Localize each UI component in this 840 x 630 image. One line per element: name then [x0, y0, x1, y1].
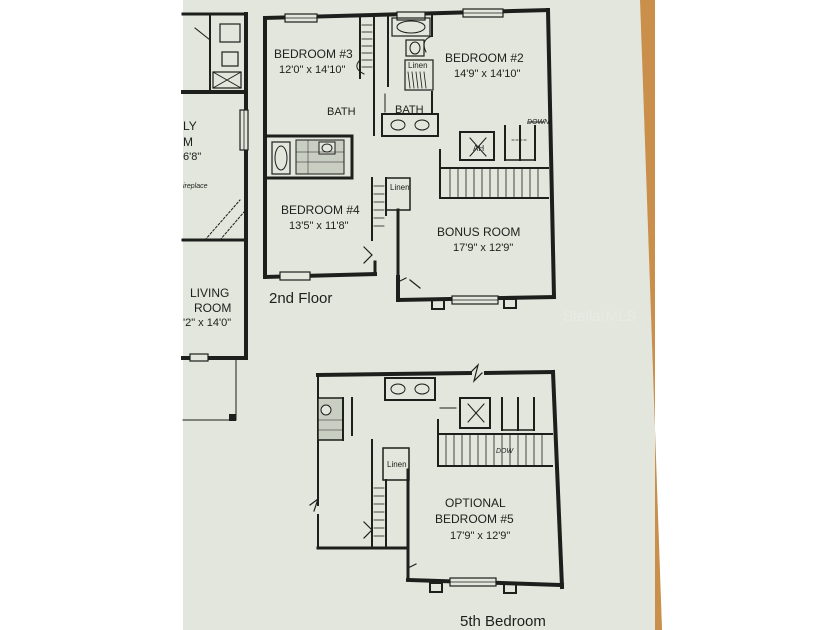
- optional-bedroom-line2: BEDROOM #5: [435, 512, 514, 526]
- fifth-bedroom-labels: Linen DOW OPTIONAL BEDROOM #5 17'9" x 12…: [387, 448, 546, 630]
- bath-left-label: BATH: [327, 106, 356, 118]
- living-room-line2: ROOM: [194, 301, 231, 315]
- fifth-linen-label: Linen: [387, 460, 407, 469]
- room-fragment-1-line2: M: [183, 135, 193, 149]
- second-floor-plan: [262, 7, 557, 310]
- paper-shadow-right: [640, 0, 662, 630]
- fireplace-note: ireplace: [183, 183, 208, 190]
- bedroom-3-name: BEDROOM #3: [274, 47, 353, 61]
- optional-bedroom-line1: OPTIONAL: [445, 496, 506, 510]
- bedroom-2-dims: 14'9" x 14'10": [454, 68, 521, 80]
- bedroom-4-name: BEDROOM #4: [281, 203, 360, 217]
- bonus-room-name: BONUS ROOM: [437, 225, 520, 239]
- watermark: StellarMLS: [563, 308, 636, 325]
- second-floor-labels: BEDROOM #3 12'0" x 14'10" BEDROOM #2 14'…: [269, 47, 550, 307]
- bedroom-3-dims: 12'0" x 14'10": [279, 64, 346, 76]
- fifth-down-label: DOW: [496, 448, 515, 455]
- partial-plan-left: [181, 12, 249, 421]
- fifth-bedroom-plan: [309, 363, 565, 594]
- bonus-room-dims: 17'9" x 12'9": [453, 242, 513, 254]
- down-label: DOWN: [527, 119, 550, 126]
- bath-right-label: BATH: [395, 104, 424, 116]
- fifth-bedroom-label: 5th Bedroom: [460, 613, 546, 630]
- linen-mid-label: Linen: [390, 183, 410, 192]
- partial-plan-labels: LY M 6'8" ireplace LIVING ROOM '2" x 14'…: [183, 119, 231, 329]
- bedroom-4-dims: 13'5" x 11'8": [289, 220, 349, 232]
- living-room-line1: LIVING: [190, 286, 229, 300]
- ah-label: AH: [473, 144, 484, 153]
- second-floor-label: 2nd Floor: [269, 290, 332, 307]
- room-fragment-1-dim: 6'8": [183, 151, 201, 163]
- bedroom-2-name: BEDROOM #2: [445, 51, 524, 65]
- living-room-dim: '2" x 14'0": [183, 317, 231, 329]
- room-fragment-1-line1: LY: [183, 119, 197, 133]
- linen-top-label: Linen: [408, 61, 428, 70]
- optional-bedroom-dims: 17'9" x 12'9": [450, 530, 510, 542]
